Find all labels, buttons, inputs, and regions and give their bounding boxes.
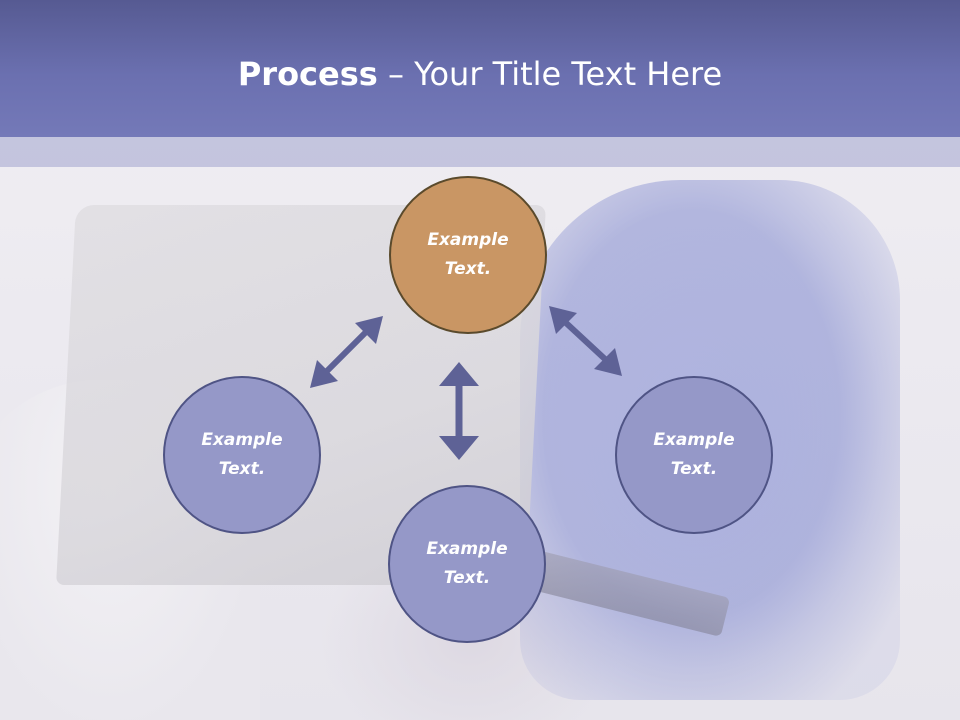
node-top-line2: Text.: [444, 259, 492, 279]
arrow-top-left: [310, 316, 383, 388]
node-top[interactable]: Example Text.: [389, 176, 547, 334]
node-right-line2: Text.: [670, 459, 718, 479]
node-top-line1: Example: [427, 230, 509, 250]
node-bottom[interactable]: Example Text.: [388, 485, 546, 643]
node-bottom-line2: Text.: [443, 568, 491, 588]
title-separator: –: [377, 55, 415, 93]
node-left-line2: Text.: [218, 459, 266, 479]
title-bar: [0, 0, 960, 137]
node-right-line1: Example: [653, 430, 735, 450]
title-rest: Your Title Text Here: [414, 55, 723, 93]
node-left[interactable]: Example Text.: [163, 376, 321, 534]
arrow-vertical: [439, 362, 479, 460]
node-left-line1: Example: [201, 430, 283, 450]
slide-title[interactable]: Process – Your Title Text Here: [0, 48, 960, 100]
title-bar-strip: [0, 137, 960, 167]
arrow-top-right: [549, 306, 622, 376]
node-bottom-line1: Example: [426, 539, 508, 559]
title-bold: Process: [237, 55, 378, 93]
node-right[interactable]: Example Text.: [615, 376, 773, 534]
